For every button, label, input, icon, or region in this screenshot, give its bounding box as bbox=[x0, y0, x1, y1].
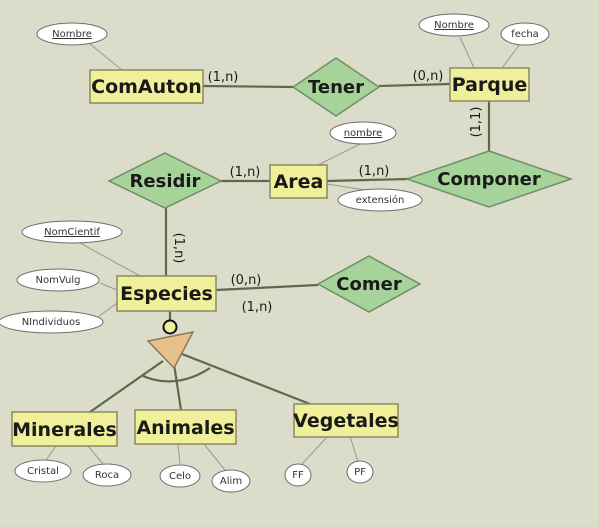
cardinality-tener-parque: (0,n) bbox=[413, 69, 444, 84]
attr-especies-nomcientif[interactable]: NomCientif bbox=[21, 220, 123, 244]
cardinality-comauton-tener: (1,n) bbox=[208, 70, 239, 85]
attr-especies-nomvulg[interactable]: NomVulg bbox=[16, 268, 100, 292]
attr-animales-celo[interactable]: Celo bbox=[159, 464, 201, 488]
attribute-connectors bbox=[45, 36, 521, 471]
attr-label: Cristal bbox=[27, 466, 59, 477]
attr-parque-fecha[interactable]: fecha bbox=[500, 22, 550, 46]
relation-residir[interactable]: Residir bbox=[107, 152, 223, 209]
attr-label: NomVulg bbox=[36, 275, 81, 286]
attr-label: nombre bbox=[344, 128, 383, 139]
attr-animales-alim[interactable]: Alim bbox=[211, 469, 251, 493]
entity-parque[interactable]: Parque bbox=[449, 67, 530, 102]
cardinality-residir-especies: (1,n) bbox=[171, 233, 186, 264]
total-participation-circle bbox=[162, 319, 178, 335]
entity-label: ComAuton bbox=[91, 76, 202, 98]
entity-label: Animales bbox=[136, 417, 234, 439]
relation-label: Tener bbox=[308, 77, 364, 98]
attr-label: PF bbox=[354, 467, 366, 478]
attr-area-nombre[interactable]: nombre bbox=[329, 121, 397, 145]
relation-label: Residir bbox=[130, 171, 201, 192]
attr-label: Celo bbox=[169, 471, 191, 482]
attr-minerales-roca[interactable]: Roca bbox=[82, 463, 132, 487]
relationship-connectors bbox=[89, 82, 491, 413]
relation-comer[interactable]: Comer bbox=[316, 255, 422, 313]
entity-label: Area bbox=[274, 171, 324, 193]
relation-tener[interactable]: Tener bbox=[291, 57, 381, 117]
relation-label: Comer bbox=[336, 274, 402, 295]
entity-comauton[interactable]: ComAuton bbox=[89, 69, 204, 104]
attr-vegetales-pf[interactable]: PF bbox=[346, 460, 374, 484]
entity-area[interactable]: Area bbox=[269, 164, 328, 199]
attr-label: Nombre bbox=[434, 20, 474, 31]
isa-triangle bbox=[146, 330, 195, 370]
cardinality-especies-comer-top: (0,n) bbox=[231, 273, 262, 288]
isa-hierarchy bbox=[146, 319, 195, 370]
cardinality-parque-componer: (1,1) bbox=[469, 107, 484, 138]
entity-label: Minerales bbox=[12, 419, 117, 441]
relation-label: Componer bbox=[437, 169, 541, 190]
attr-comauton-nombre[interactable]: Nombre bbox=[36, 22, 108, 46]
entity-label: Vegetales bbox=[293, 410, 399, 432]
attr-label: NomCientif bbox=[44, 227, 100, 238]
attr-label: extensión bbox=[356, 194, 405, 206]
cardinality-area-componer: (1,n) bbox=[359, 164, 390, 179]
attr-label: FF bbox=[292, 470, 304, 481]
relation-componer[interactable]: Componer bbox=[404, 150, 574, 208]
attr-minerales-cristal[interactable]: Cristal bbox=[14, 459, 72, 483]
attr-area-extension[interactable]: extensión bbox=[337, 188, 423, 212]
attr-especies-nindividuos[interactable]: NIndividuos bbox=[0, 310, 104, 334]
attr-label: fecha bbox=[511, 29, 539, 40]
attr-label: NIndividuos bbox=[22, 317, 81, 328]
attr-label: Roca bbox=[95, 470, 119, 481]
entity-label: Especies bbox=[120, 283, 213, 305]
attr-parque-nombre[interactable]: Nombre bbox=[418, 13, 490, 37]
cardinality-residir-area: (1,n) bbox=[230, 165, 261, 180]
cardinalities: (1,n) (0,n) (1,1) (1,n) (1,n) (1,n) (0,n… bbox=[171, 69, 484, 315]
cardinality-especies-comer-bottom: (1,n) bbox=[242, 300, 273, 315]
entity-especies[interactable]: Especies bbox=[116, 275, 217, 312]
attr-vegetales-ff[interactable]: FF bbox=[284, 463, 312, 487]
attr-label: Nombre bbox=[52, 29, 92, 40]
entity-animales[interactable]: Animales bbox=[134, 409, 237, 445]
entity-label: Parque bbox=[452, 74, 528, 96]
entity-vegetales[interactable]: Vegetales bbox=[293, 403, 399, 438]
attr-label: Alim bbox=[220, 476, 242, 487]
entity-minerales[interactable]: Minerales bbox=[11, 411, 118, 447]
